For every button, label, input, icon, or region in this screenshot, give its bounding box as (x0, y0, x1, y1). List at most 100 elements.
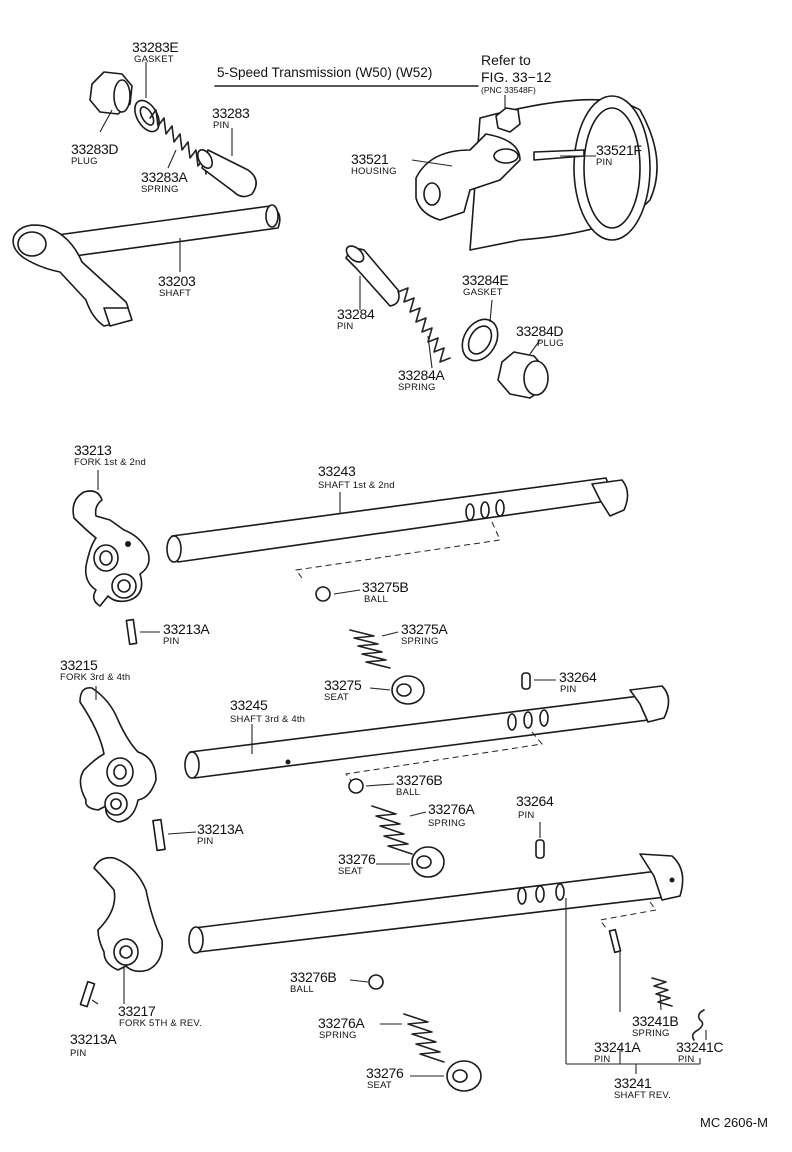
part-name: SPRING (398, 382, 436, 393)
callout-33241: 33241 SHAFT REV. (614, 1075, 671, 1101)
spring-33283A (149, 109, 207, 175)
spring-33241B (651, 977, 673, 1007)
callout-33283: 33283 PIN (212, 105, 250, 131)
part-number: 33276 (338, 851, 376, 867)
callout-33283A: 33283A SPRING (141, 169, 189, 195)
part-number: 33521F (596, 142, 642, 158)
callout-33276B-lower: 33276B BALL (290, 969, 337, 995)
part-name: SHAFT 3rd & 4th (230, 714, 305, 725)
part-name: SEAT (367, 1080, 392, 1091)
part-number: 33283D (71, 141, 118, 157)
spring-33284A (397, 287, 451, 363)
part-name: BALL (290, 984, 314, 995)
callout-33521F: 33521F PIN (596, 142, 642, 168)
callout-33275: 33275 SEAT (324, 677, 362, 703)
pin-33213A-middle (152, 818, 166, 852)
callout-33276A-lower: 33276A SPRING (318, 1015, 366, 1041)
callout-33276-lower: 33276 SEAT (366, 1065, 404, 1091)
part-name: PIN (596, 157, 612, 168)
part-number: 33283A (141, 169, 188, 185)
part-name: HOUSING (351, 166, 397, 177)
pin-33213A-lower (79, 980, 96, 1008)
fork-33213 (72, 490, 150, 607)
pin-33264-lower (535, 839, 545, 859)
fork-33217 (93, 856, 164, 973)
part-name: SPRING (319, 1030, 357, 1041)
callout-33264-upper: 33264 PIN (559, 669, 597, 695)
part-number: 33241A (594, 1039, 641, 1055)
part-number: 33213A (163, 621, 210, 637)
diagram-title: 5-Speed Transmission (W50) (W52) (217, 65, 432, 80)
callout-33284A: 33284A SPRING (398, 367, 446, 393)
part-number: 33213A (70, 1031, 117, 1047)
gasket-33284E (461, 318, 499, 362)
part-name: SHAFT 1st & 2nd (318, 480, 395, 491)
part-number: 33275B (362, 579, 408, 595)
callout-33521: 33521 HOUSING (351, 151, 397, 177)
part-number: 33283 (212, 105, 250, 121)
shaft-33245 (184, 685, 670, 779)
part-number: 33264 (516, 793, 554, 809)
part-number: 33213A (197, 821, 244, 837)
refer-text-line2: FIG. 33−12 (481, 69, 552, 85)
seat-33276-upper (411, 846, 445, 878)
seat-33276-lower (446, 1060, 482, 1092)
callout-33213A-lower: 33213A PIN (70, 1031, 118, 1059)
part-name: GASKET (463, 287, 503, 298)
callout-33245: 33245 SHAFT 3rd & 4th (230, 697, 305, 725)
shaft-33203 (12, 204, 281, 327)
part-number: 33241B (632, 1013, 678, 1029)
callout-33217: 33217 FORK 5TH & REV. (118, 1003, 202, 1029)
callout-33241A: 33241A PIN (594, 1039, 642, 1065)
part-name: SPRING (141, 184, 179, 195)
part-number: 33213 (74, 442, 112, 458)
callout-33276-upper: 33276 SEAT (338, 851, 376, 877)
part-name: SEAT (338, 866, 363, 877)
shaft-33241 (188, 853, 684, 954)
part-number: 33275A (401, 621, 448, 637)
part-name: SPRING (401, 636, 439, 647)
part-number: 33217 (118, 1003, 156, 1019)
callout-33215: 33215 FORK 3rd & 4th (60, 657, 130, 683)
part-name: SHAFT (159, 288, 191, 299)
pin-33264-upper (521, 672, 531, 690)
part-number: 33243 (318, 463, 356, 479)
part-name: PIN (678, 1054, 694, 1065)
callout-33284E: 33284E GASKET (462, 272, 509, 298)
callout-33213: 33213 FORK 1st & 2nd (74, 442, 146, 468)
part-number: 33264 (559, 669, 597, 685)
part-number: 33215 (60, 657, 98, 673)
plug-33284D (497, 351, 549, 399)
fork-33215 (79, 686, 157, 823)
part-number: 33276A (428, 801, 475, 817)
pin-33241A (608, 928, 622, 954)
part-number: 33245 (230, 697, 268, 713)
seat-33275 (391, 675, 425, 705)
pin-33241C (691, 1009, 705, 1041)
refer-text-line1: Refer to (481, 52, 531, 68)
part-name: FORK 1st & 2nd (74, 457, 146, 468)
part-name: PIN (560, 684, 576, 695)
part-number: 33275 (324, 677, 362, 693)
callout-33283D: 33283D PLUG (71, 141, 119, 167)
refer-text-line3: (PNC 33548F) (481, 85, 536, 95)
leader-lines (91, 62, 707, 1077)
callout-33276A-upper: 33276A SPRING (428, 801, 476, 829)
pin-33283 (196, 149, 257, 198)
callout-33241B: 33241B SPRING (632, 1013, 679, 1039)
part-name: PIN (337, 321, 353, 332)
callout-33284D: 33284D PLUG (516, 323, 564, 349)
callout-33283E: 33283E GASKET (132, 39, 179, 65)
callout-33276B-upper: 33276B BALL (396, 772, 443, 798)
spring-33276A-upper (371, 805, 413, 855)
part-number: 33284E (462, 272, 508, 288)
part-name: PIN (213, 120, 229, 131)
part-name: PIN (594, 1054, 610, 1065)
bolt-ref-fig-33-12 (495, 107, 521, 133)
part-name: SHAFT REV. (614, 1090, 671, 1101)
callout-33275A: 33275A SPRING (401, 621, 449, 647)
part-number: 33283E (132, 39, 178, 55)
ball-33276B-lower (368, 974, 384, 990)
shaft-33243 (166, 477, 629, 563)
